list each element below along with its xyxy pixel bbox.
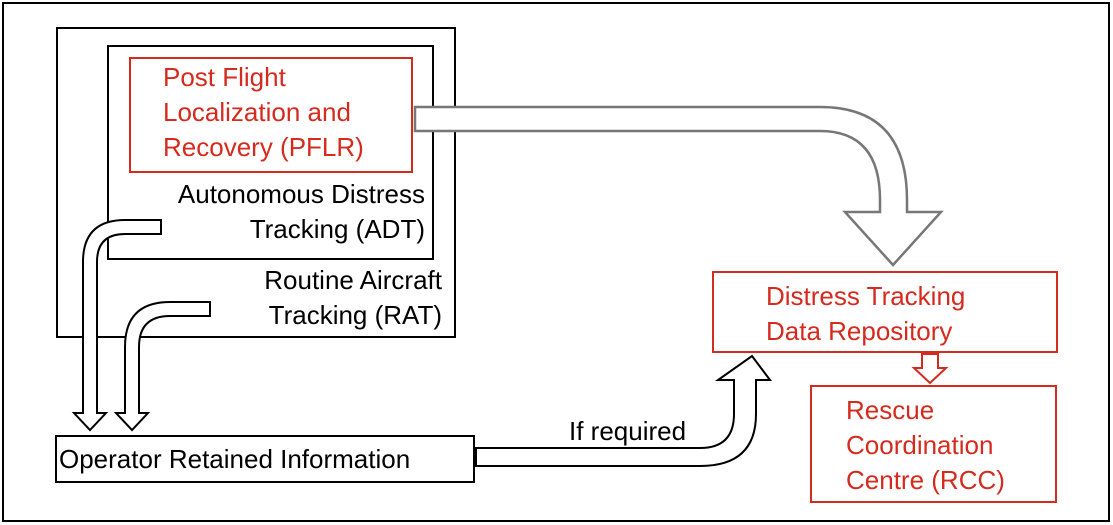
pflr-label-line1: Post Flight [163,62,286,92]
pflr-label-line2: Localization and [163,97,351,127]
pflr-box [129,57,413,173]
rat-label-line1: Routine Aircraft [264,265,442,295]
adt-to-operator-arrow [71,219,162,432]
rcc-label-line1: Rescue [846,395,935,425]
pflr-to-repository-arrow [413,105,944,267]
rat-label-line2: Tracking (RAT) [268,300,442,330]
if-required-label: If required [569,416,687,446]
rat-box [56,27,456,338]
repository-to-rcc-arrow [911,353,949,385]
repository-label-line2: Data Repository [766,316,953,346]
repository-label-line1: Distress Tracking [766,281,966,311]
adt-label-line2: Tracking (ADT) [249,214,425,244]
rat-to-operator-arrow [113,301,211,432]
repository-box [712,271,1058,353]
rcc-box [810,385,1057,503]
operator-to-repository-arrow [475,354,772,467]
pflr-label-line3: Recovery (PFLR) [163,132,364,162]
rcc-label-line3: Centre (RCC) [846,465,1005,495]
rcc-label-line2: Coordination [846,430,994,460]
operator-box [55,435,475,483]
adt-label-line1: Autonomous Distress [177,179,425,209]
operator-label: Operator Retained Information [59,444,411,474]
